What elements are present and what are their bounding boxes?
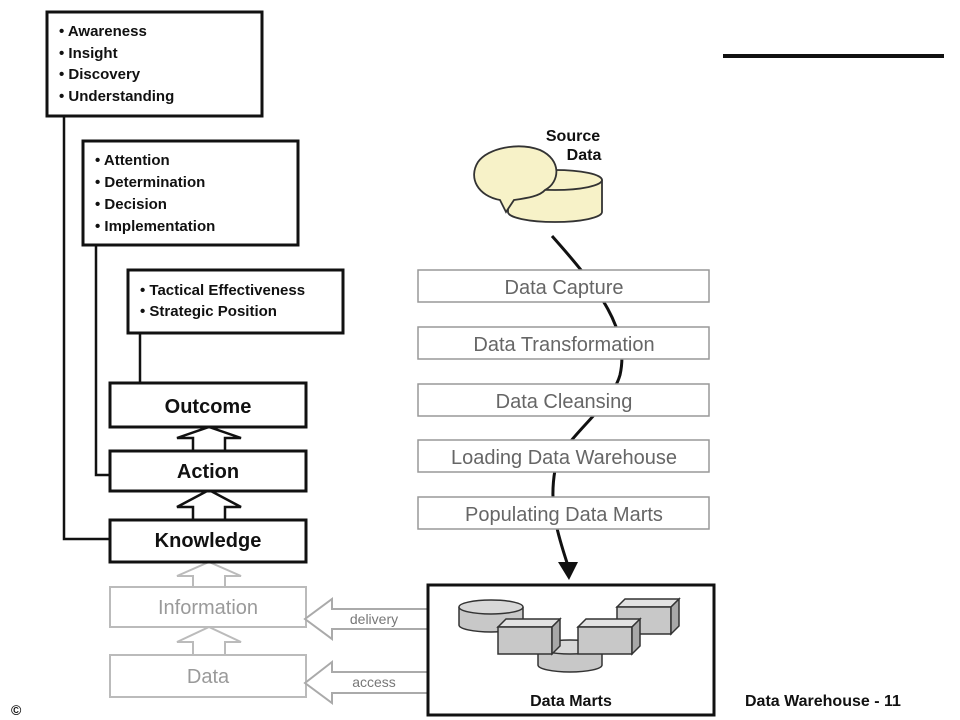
pipeline-step-populating: Populating Data Marts xyxy=(417,496,710,530)
understanding-item: • Discovery xyxy=(59,66,141,83)
pipeline-step-cleansing: Data Cleansing xyxy=(417,383,710,417)
up-arrow-information-knowledge xyxy=(157,560,261,588)
data-marts-label: Data Marts xyxy=(530,693,612,710)
access-label: access xyxy=(352,674,396,690)
source-label-line2: Data xyxy=(567,147,602,164)
pipeline-step-loading: Loading Data Warehouse xyxy=(417,439,710,473)
implementation-item: • Decision xyxy=(95,196,167,213)
access-arrow: access xyxy=(303,659,441,705)
pipeline-step-label: Populating Data Marts xyxy=(465,504,663,526)
information-label: Information xyxy=(158,597,258,619)
up-arrow-action-outcome xyxy=(157,425,261,453)
strategy-item: • Tactical Effectiveness xyxy=(140,282,305,299)
pipeline-step-label: Data Capture xyxy=(505,277,624,299)
up-arrow-knowledge-action xyxy=(157,488,261,522)
delivery-label: delivery xyxy=(350,611,398,627)
source-data-icon xyxy=(473,145,603,223)
implementation-box: • Attention • Determination • Decision •… xyxy=(81,139,300,247)
strategy-box: • Tactical Effectiveness • Strategic Pos… xyxy=(126,268,345,335)
up-arrow-data-information xyxy=(157,625,261,656)
connector-understanding-knowledge xyxy=(62,116,110,541)
mart-cube-icon xyxy=(496,617,562,656)
pipeline-step-capture: Data Capture xyxy=(417,269,710,303)
strategy-item: • Strategic Position xyxy=(140,303,277,320)
data-label: Data xyxy=(187,666,230,688)
action-stage: Action xyxy=(108,449,308,493)
slide-footer-label: Data Warehouse - 11 xyxy=(745,693,901,710)
implementation-item: • Determination xyxy=(95,174,205,191)
mart-cube-icon xyxy=(576,617,642,656)
pipeline-step-label: Data Transformation xyxy=(473,334,654,356)
connector-implementation-action xyxy=(94,245,110,477)
outcome-stage: Outcome xyxy=(108,381,308,429)
understanding-item: • Understanding xyxy=(59,88,174,105)
knowledge-label: Knowledge xyxy=(155,530,262,552)
understanding-item: • Insight xyxy=(59,45,118,62)
delivery-arrow: delivery xyxy=(303,597,441,641)
flow-arrowhead xyxy=(558,562,578,580)
action-label: Action xyxy=(177,461,239,483)
source-label-line1: Source xyxy=(546,128,600,145)
implementation-item: • Implementation xyxy=(95,218,215,235)
understanding-box: • Awareness • Insight • Discovery • Unde… xyxy=(45,10,264,118)
understanding-item: • Awareness xyxy=(59,23,147,40)
implementation-item: • Attention xyxy=(95,152,170,169)
copyright-symbol: © xyxy=(11,702,22,718)
data-stage: Data xyxy=(109,654,307,698)
pipeline-step-label: Loading Data Warehouse xyxy=(451,447,677,469)
knowledge-stage: Knowledge xyxy=(108,518,308,564)
pipeline-step-transformation: Data Transformation xyxy=(417,326,710,360)
pipeline-step-label: Data Cleansing xyxy=(496,391,633,413)
outcome-label: Outcome xyxy=(165,396,252,418)
information-stage: Information xyxy=(109,586,307,628)
